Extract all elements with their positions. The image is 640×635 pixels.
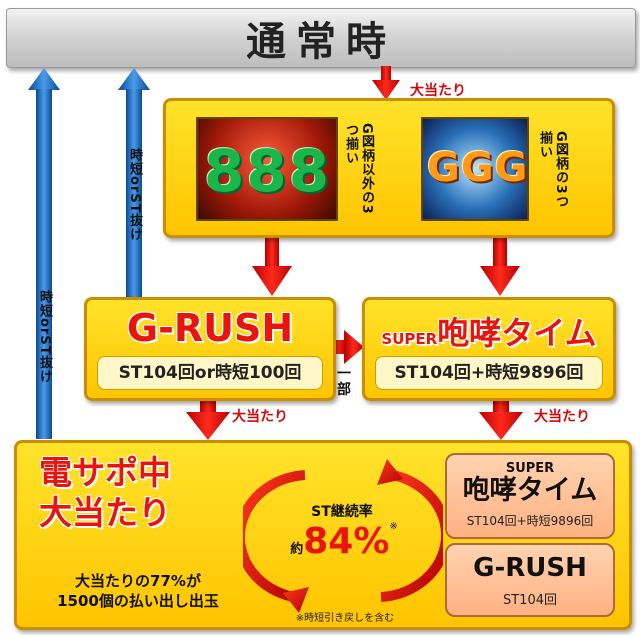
super-prefix: SUPER [381,330,438,348]
jackpot-label-grush: 大当たり [232,409,288,425]
bottom-super-box: SUPER 咆哮タイム ST104回+時短9896回 [445,453,615,539]
rate-row: 約84%※ [269,521,419,562]
reel-image-right: GGG [421,117,529,221]
reel-text-left: G図柄以外の3つ揃い [343,123,374,215]
reel-symbols-right: GGG [427,145,529,191]
down-arrow-grush-icon [252,232,292,296]
down-arrow-top-icon [372,66,400,100]
rate-footnote: ※時短引き戻しを含む [295,613,395,624]
return-label-middle: 時短orST抜け [127,148,142,242]
partial-label-2: 部 [337,382,351,398]
bottom-title: 電サポ中 大当たり [39,453,171,533]
partial-label-1: 一 [337,366,351,382]
super-panel: SUPER咆哮タイム ST104回+時短9896回 [362,297,616,401]
return-arrow-left-icon [28,68,60,439]
normal-state-title: 通常時 [246,19,396,65]
rate-value: 84% [303,521,390,562]
bottom-note: 大当たりの77%が 1500個の払い出し出玉 [31,571,245,611]
bottom-title-line2: 大当たり [39,493,171,532]
down-arrow-grush-bottom-icon [186,396,230,440]
grush-detail: ST104回or時短100回 [97,356,323,390]
bottom-super-title: 咆哮タイム [462,475,598,506]
grush-title: G-RUSH [126,306,294,350]
super-title: 咆哮タイム [437,314,597,352]
bottom-title-line1: 電サポ中 [39,453,171,492]
jackpot-label-super: 大当たり [534,409,590,425]
bottom-super-detail: ST104回+時短9896回 [466,514,594,528]
cycle-arrows-icon [243,459,443,613]
bottom-grush-box: G-RUSH ST104回 [445,543,615,617]
rate-prefix: 約 [290,542,304,557]
reel-image-left: 888 [196,117,338,221]
reel-symbols-left: 888 [204,137,332,205]
bottom-grush-title: G-RUSH [473,553,587,583]
reel-panel: 888 G図柄以外の3つ揃い GGG G図柄の3つ揃い [163,98,615,238]
jackpot-label-top: 大当たり [410,83,466,99]
grush-panel: G-RUSH ST104回or時短100回 [84,297,336,401]
bottom-grush-detail: ST104回 [502,593,557,608]
super-detail: ST104回+時短9896回 [375,356,603,390]
return-arrow-middle-icon [118,68,150,297]
reel-text-right: G図柄の3つ揃い [537,131,568,209]
partial-label: 一 部 [334,366,354,398]
normal-state-bar: 通常時 [6,8,636,68]
bottom-super-prefix: SUPER [505,461,555,476]
bottom-note-line2: 1500個の払い出し出玉 [57,592,219,610]
return-label-left: 時短orST抜け [37,290,52,384]
rate-mark: ※ [389,521,398,532]
down-arrow-super-icon [480,232,520,296]
bottom-note-line1: 大当たりの77%が [75,572,201,590]
rate-label: ST継続率 [311,504,373,520]
bottom-panel: 電サポ中 大当たり 大当たりの77%が 1500個の払い出し出玉 ST継続率 約… [14,440,632,630]
super-title-row: SUPER咆哮タイム [365,308,613,354]
down-arrow-super-bottom-icon [479,396,523,440]
